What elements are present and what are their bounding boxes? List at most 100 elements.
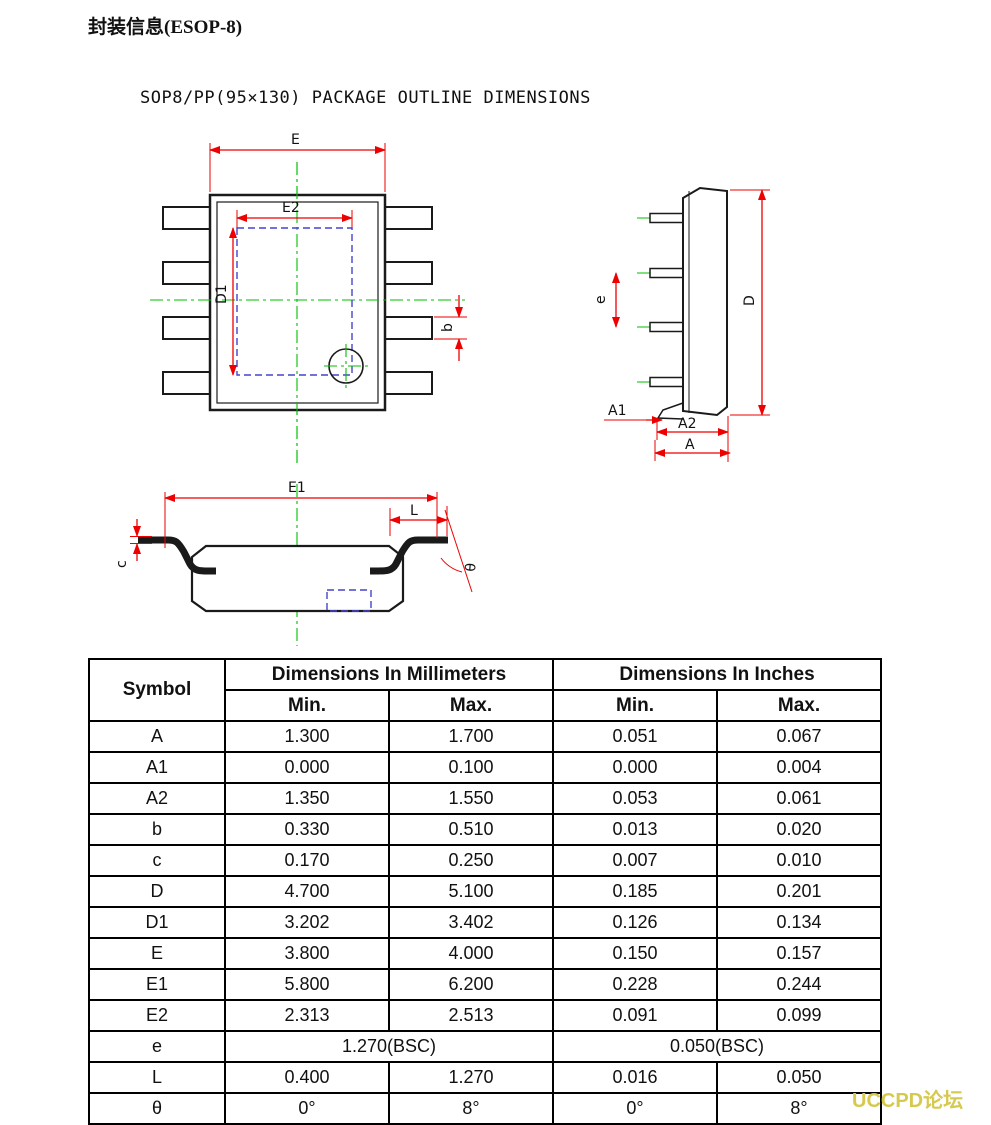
dimension-label-D1: D1 <box>214 284 230 304</box>
dimension-label-L: L <box>410 503 418 519</box>
cell-in-max: 0.050 <box>715 1061 883 1094</box>
cell-in-span: 0.050(BSC) <box>551 1030 883 1063</box>
table-row: E1 5.800 6.200 0.228 0.244 <box>88 968 883 1001</box>
table-row: D 4.700 5.100 0.185 0.201 <box>88 875 883 908</box>
cell-in-min: 0.126 <box>552 906 718 939</box>
cell-mm-min: 0.400 <box>224 1061 390 1094</box>
cell-in-min: 0.007 <box>552 844 718 877</box>
exposed-pad-outline <box>236 227 353 376</box>
header-mm-min: Min. <box>224 689 390 722</box>
cell-mm-max: 2.513 <box>388 999 554 1032</box>
cell-mm-max: 4.000 <box>388 937 554 970</box>
cell-mm-min: 3.202 <box>224 906 390 939</box>
dimension-label-D: D <box>742 295 758 306</box>
lead-right <box>370 536 448 575</box>
cell-in-min: 0.000 <box>552 751 718 784</box>
cell-symbol: A <box>88 720 226 753</box>
cell-mm-max: 6.200 <box>388 968 554 1001</box>
cell-mm-max: 5.100 <box>388 875 554 908</box>
table-row: E2 2.313 2.513 0.091 0.099 <box>88 999 883 1032</box>
cell-symbol: D1 <box>88 906 226 939</box>
cell-in-min: 0.091 <box>552 999 718 1032</box>
watermark: UCCPD论坛 <box>852 1090 964 1112</box>
cell-symbol: e <box>88 1030 226 1063</box>
cell-mm-min: 0.330 <box>224 813 390 846</box>
table-row: b 0.330 0.510 0.013 0.020 <box>88 813 883 846</box>
cell-symbol: A2 <box>88 782 226 815</box>
cell-in-max: 0.010 <box>715 844 883 877</box>
pin <box>383 316 433 340</box>
top-view: E E2 D1 b <box>150 132 467 466</box>
cell-in-min: 0.016 <box>552 1061 718 1094</box>
cell-symbol: L <box>88 1061 226 1094</box>
table-row: D1 3.202 3.402 0.126 0.134 <box>88 906 883 939</box>
package-outline-drawing: E E2 D1 b e <box>114 132 770 646</box>
table-row: A1 0.000 0.100 0.000 0.004 <box>88 751 883 784</box>
header-millimeters: Dimensions In Millimeters <box>224 658 554 691</box>
cell-symbol: c <box>88 844 226 877</box>
cell-mm-max: 1.550 <box>388 782 554 815</box>
cell-mm-max: 1.270 <box>388 1061 554 1094</box>
cell-mm-max: 3.402 <box>388 906 554 939</box>
package-body-front <box>190 544 405 613</box>
cell-in-max: 0.244 <box>715 968 883 1001</box>
cell-in-min: 0° <box>552 1092 718 1125</box>
dimension-label-A2: A2 <box>678 416 696 432</box>
cell-in-min: 0.185 <box>552 875 718 908</box>
pin <box>162 371 212 395</box>
cell-in-min: 0.013 <box>552 813 718 846</box>
dimension-label-A1: A1 <box>608 403 626 419</box>
cell-in-max: 0.099 <box>715 999 883 1032</box>
cell-in-max: 0.067 <box>715 720 883 753</box>
drawing-title: SOP8/PP(95×130) PACKAGE OUTLINE DIMENSIO… <box>140 88 591 108</box>
cell-mm-min: 1.300 <box>224 720 390 753</box>
package-body-side <box>682 186 728 417</box>
table-row: E 3.800 4.000 0.150 0.157 <box>88 937 883 970</box>
dimension-label-theta: θ <box>463 562 480 572</box>
cell-mm-min: 1.350 <box>224 782 390 815</box>
hidden-notch <box>326 589 372 612</box>
cell-symbol: A1 <box>88 751 226 784</box>
side-view: e D A1 A2 A <box>593 186 770 462</box>
front-view: E1 L c θ <box>114 480 480 646</box>
table-row: θ 0° 8° 0° 8° <box>88 1092 883 1125</box>
cell-in-max: 0.134 <box>715 906 883 939</box>
cell-in-min: 0.150 <box>552 937 718 970</box>
cell-mm-max: 0.250 <box>388 844 554 877</box>
table-subheader-row: Min. Max. Min. Max. <box>89 689 883 722</box>
header-symbol: Symbol <box>88 658 226 722</box>
cell-symbol: θ <box>88 1092 226 1125</box>
cell-mm-min: 0.170 <box>224 844 390 877</box>
table-row: L 0.400 1.270 0.016 0.050 <box>88 1061 883 1094</box>
cell-symbol: E2 <box>88 999 226 1032</box>
dimension-label-b: b <box>440 323 456 332</box>
header-mm-max: Max. <box>388 689 554 722</box>
cell-mm-max: 0.510 <box>388 813 554 846</box>
dimension-label-E2: E2 <box>282 200 300 216</box>
cell-mm-min: 3.800 <box>224 937 390 970</box>
cell-in-max: 0.157 <box>715 937 883 970</box>
cell-in-min: 0.053 <box>552 782 718 815</box>
cell-mm-min: 0.000 <box>224 751 390 784</box>
cell-mm-min: 5.800 <box>224 968 390 1001</box>
cell-mm-max: 1.700 <box>388 720 554 753</box>
pin <box>162 261 212 285</box>
table-row: c 0.170 0.250 0.007 0.010 <box>88 844 883 877</box>
pin <box>383 261 433 285</box>
dimension-table: Symbol Dimensions In Millimeters Dimensi… <box>88 658 883 1125</box>
table-row: A 1.300 1.700 0.051 0.067 <box>88 720 883 753</box>
dimension-label-A: A <box>685 437 695 453</box>
cell-in-min: 0.228 <box>552 968 718 1001</box>
table-header-row: Symbol Dimensions In Millimeters Dimensi… <box>88 658 883 722</box>
cell-mm-max: 0.100 <box>388 751 554 784</box>
cell-symbol: E <box>88 937 226 970</box>
cell-in-max: 0.201 <box>715 875 883 908</box>
page-title: 封装信息(ESOP-8) <box>88 17 243 38</box>
cell-in-min: 0.051 <box>552 720 718 753</box>
dimension-label-E1: E1 <box>288 480 306 496</box>
pin <box>383 206 433 230</box>
cell-in-max: 0.004 <box>715 751 883 784</box>
dimension-label-e: e <box>593 295 609 304</box>
table-row-e: e 1.270(BSC) 0.050(BSC) <box>88 1030 883 1063</box>
table-row: A2 1.350 1.550 0.053 0.061 <box>88 782 883 815</box>
